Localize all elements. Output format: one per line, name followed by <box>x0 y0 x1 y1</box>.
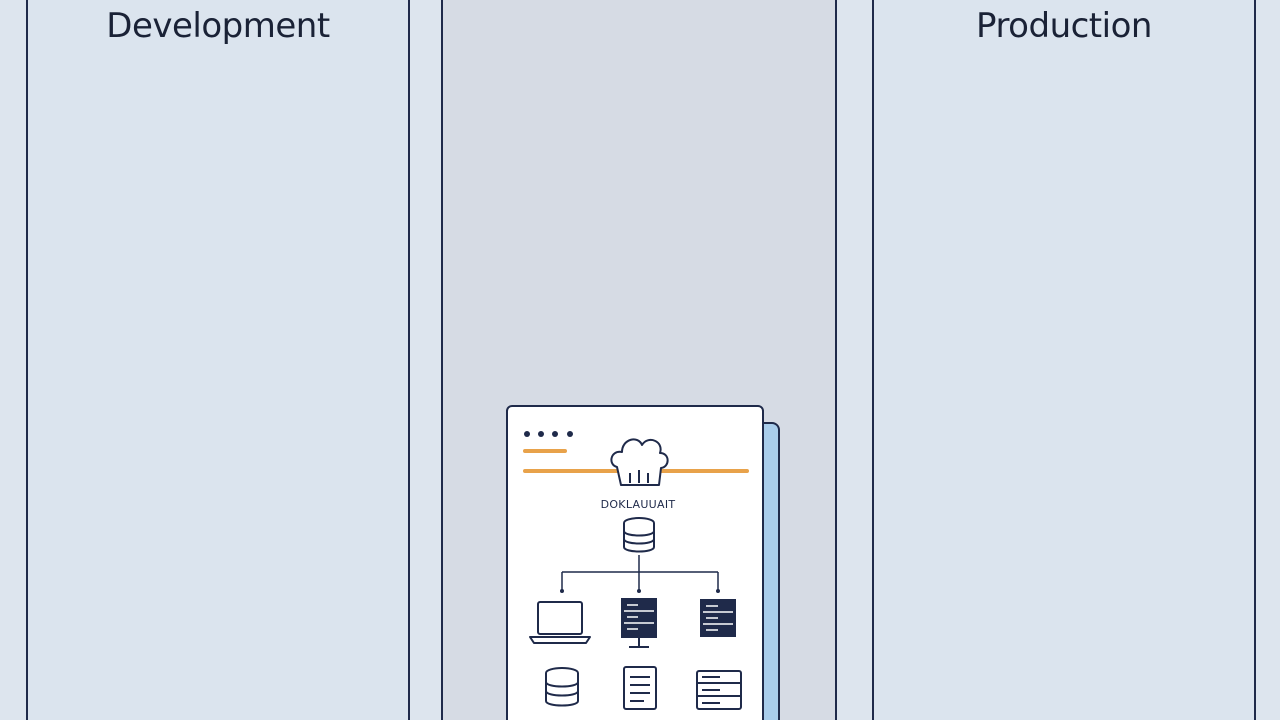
production-title: Production <box>976 6 1152 46</box>
deployment-card: DOKLAUUAIT <box>506 405 764 720</box>
connector-lines <box>561 555 719 590</box>
chef-hat-icon <box>610 438 669 486</box>
document-icon <box>623 666 657 710</box>
server-panel-icon <box>696 670 742 710</box>
card-graphic: DOKLAUUAIT <box>523 431 749 710</box>
laptop-icon <box>529 601 591 644</box>
database-icon <box>545 667 579 707</box>
short-accent-bar <box>523 449 567 453</box>
connector-dots <box>560 589 720 593</box>
window-dots <box>524 431 573 437</box>
development-column: Development <box>26 0 410 720</box>
card-caption: DOKLAUUAIT <box>601 498 676 511</box>
server-rack-icon <box>621 598 657 648</box>
development-title: Development <box>106 6 330 46</box>
hub-database-icon <box>623 517 655 553</box>
server-rack-icon-right <box>700 599 736 637</box>
production-column: Production <box>872 0 1256 720</box>
